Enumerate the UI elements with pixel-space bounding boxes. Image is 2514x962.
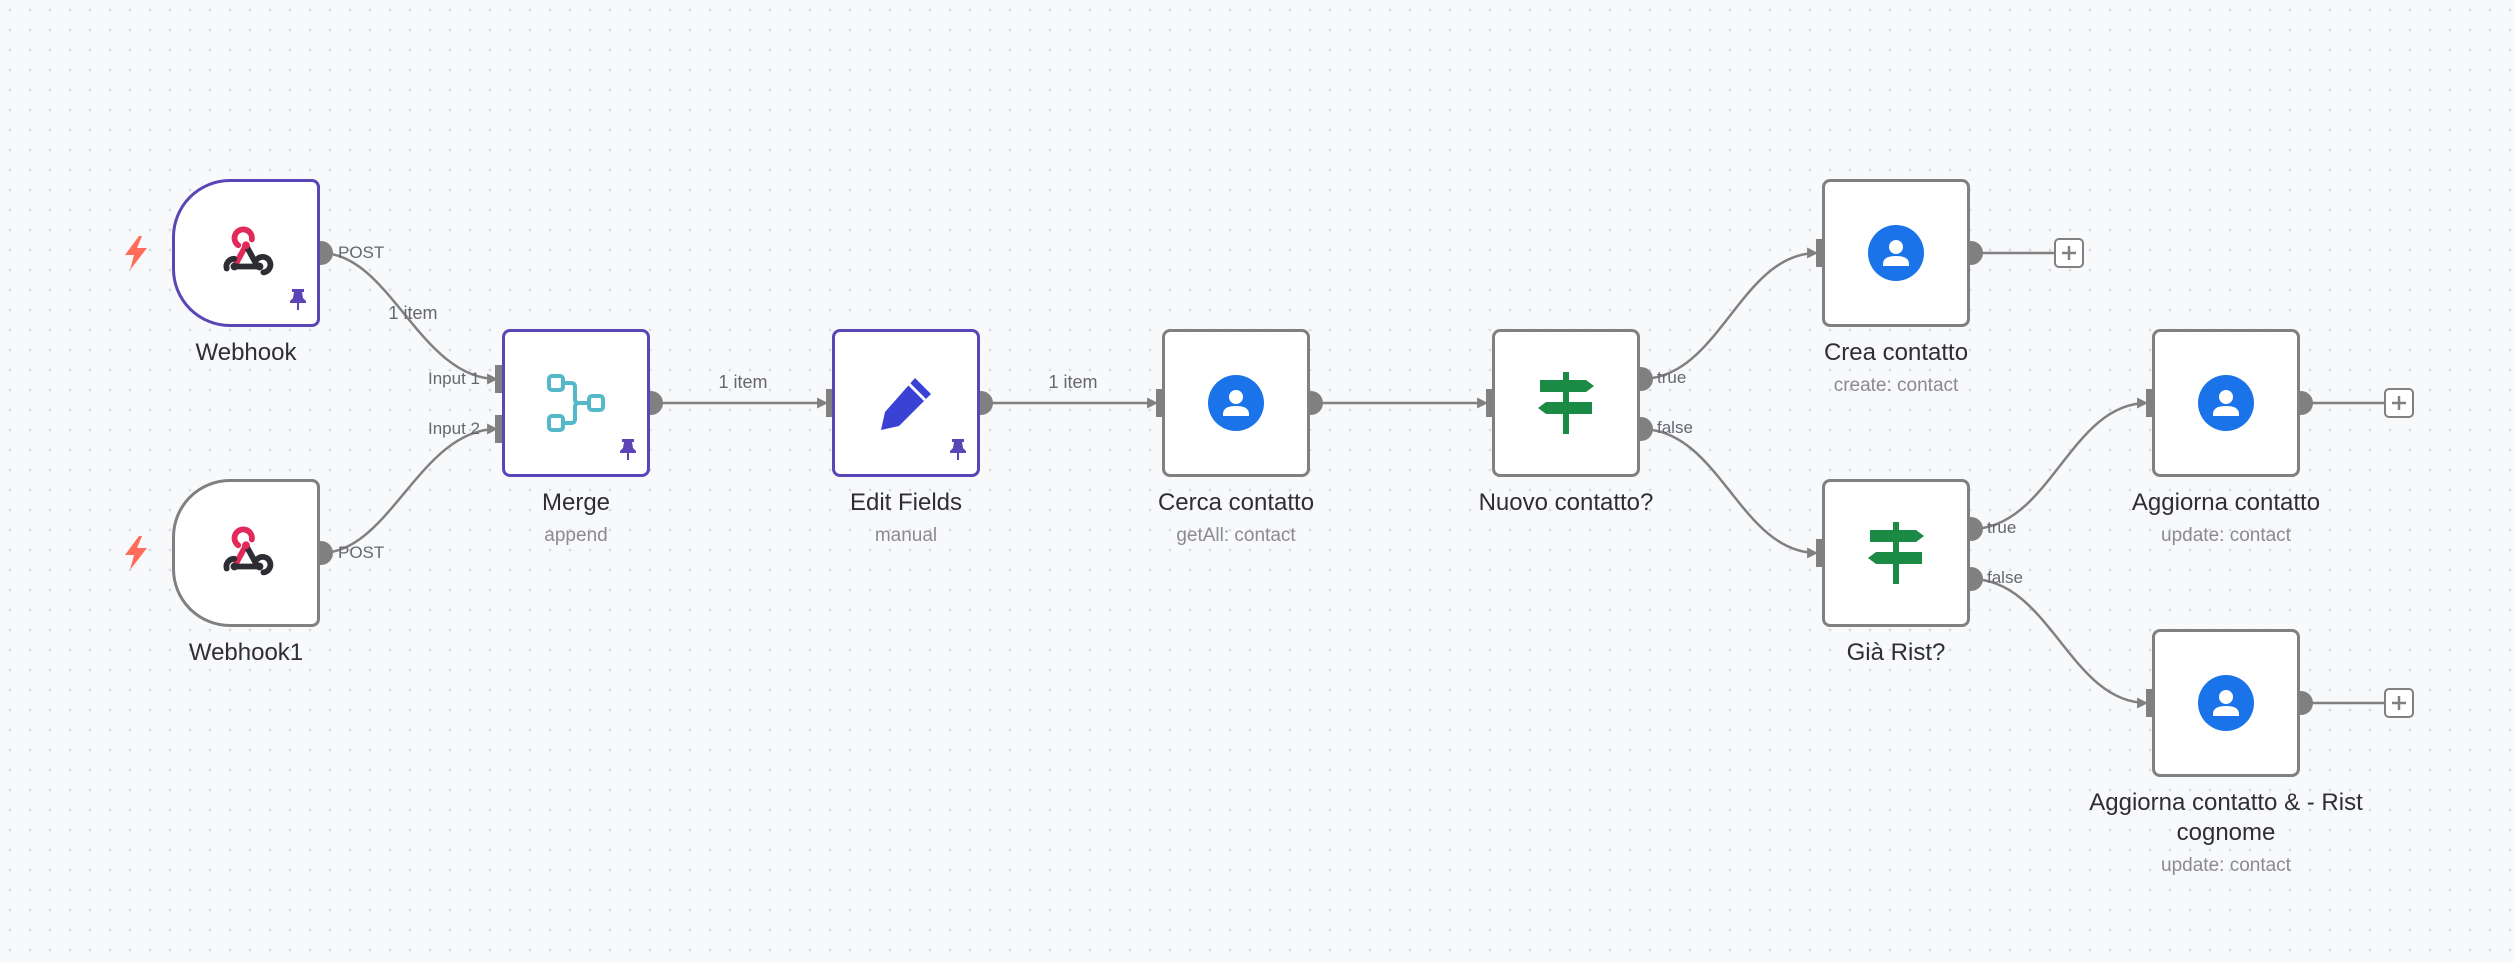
node-aggiorna-contatto-rist[interactable] [2152,629,2300,777]
node-nuovo-contatto[interactable] [1492,329,1640,477]
edge-gia-aggiorna [1970,397,2149,531]
user-icon [2198,675,2254,731]
node-aggiorna-contatto[interactable] [2152,329,2300,477]
add-node-button[interactable] [2384,388,2414,418]
node-title: Merge [541,489,611,516]
input-handle [1816,239,1825,267]
node-crea-contatto[interactable] [1822,179,1970,327]
user-icon [1868,225,1924,281]
node-title: Cerca contatto [1157,489,1315,516]
node-subtitle: manual [874,525,938,546]
edge-gia-aggiorna-rist [1970,577,2149,709]
plus-icon [2392,396,2406,410]
add-node-button[interactable] [2054,238,2084,268]
input-handle [1816,539,1825,567]
edge-nuovo-crea [1640,247,1819,381]
pencil-icon [875,372,937,434]
edge-label: 1 item [1048,372,1098,392]
node-title: Webhook1 [188,639,304,666]
node-title: Webhook [195,339,297,366]
node-subtitle: update: contact [2161,525,2291,546]
signpost-icon [1866,522,1926,584]
input-label: Input 2 [428,419,480,438]
signpost-icon [1536,372,1596,434]
node-merge[interactable] [502,329,650,477]
input-handle [495,415,504,443]
input-handle [495,365,504,393]
input-handle [826,389,835,417]
edge-label: 1 item [388,303,438,323]
input-handle [1486,389,1495,417]
edge-nuovo-gia [1640,427,1819,559]
webhook-icon [217,224,275,282]
node-title: Aggiorna contatto [2131,489,2321,516]
webhook-icon [217,524,275,582]
false-output-label: false [1987,568,2023,587]
pin-icon [288,288,308,315]
true-output-label: true [1657,368,1687,387]
input-handle [2146,689,2155,717]
add-node-button[interactable] [2384,688,2414,718]
input-handle [2146,389,2155,417]
lightning-bolt-icon [125,236,147,270]
pin-icon [618,438,638,465]
input-label: Input 1 [428,369,480,388]
output-label: POST [338,543,385,562]
lightning-bolt-icon [125,536,147,570]
user-icon [1208,375,1264,431]
node-title: Crea contatto [1823,339,1969,366]
edge-webhook-merge [320,251,499,385]
node-subtitle: create: contact [1833,375,1959,396]
node-subtitle: append [544,525,608,546]
output-label: POST [338,243,385,262]
node-cerca-contatto[interactable] [1162,329,1310,477]
input-handle [1156,389,1165,417]
node-gia-rist[interactable] [1822,479,1970,627]
plus-icon [2392,696,2406,710]
false-output-label: false [1657,418,1693,437]
node-webhook[interactable] [172,179,320,327]
node-title: Aggiorna contatto & - Rist cognome [2089,789,2363,846]
node-title: Edit Fields [849,489,963,516]
edge-webhook1-merge [320,423,499,555]
edge-label: 1 item [718,372,768,392]
plus-icon [2062,246,2076,260]
node-subtitle: update: contact [2161,855,2291,876]
user-icon [2198,375,2254,431]
node-edit-fields[interactable] [832,329,980,477]
node-subtitle: getAll: contact [1176,525,1296,546]
pin-icon [948,438,968,465]
true-output-label: true [1987,518,2017,537]
node-title: Già Rist? [1846,639,1946,666]
node-title: Nuovo contatto? [1478,489,1654,516]
merge-icon [545,372,607,434]
node-webhook1[interactable] [172,479,320,627]
